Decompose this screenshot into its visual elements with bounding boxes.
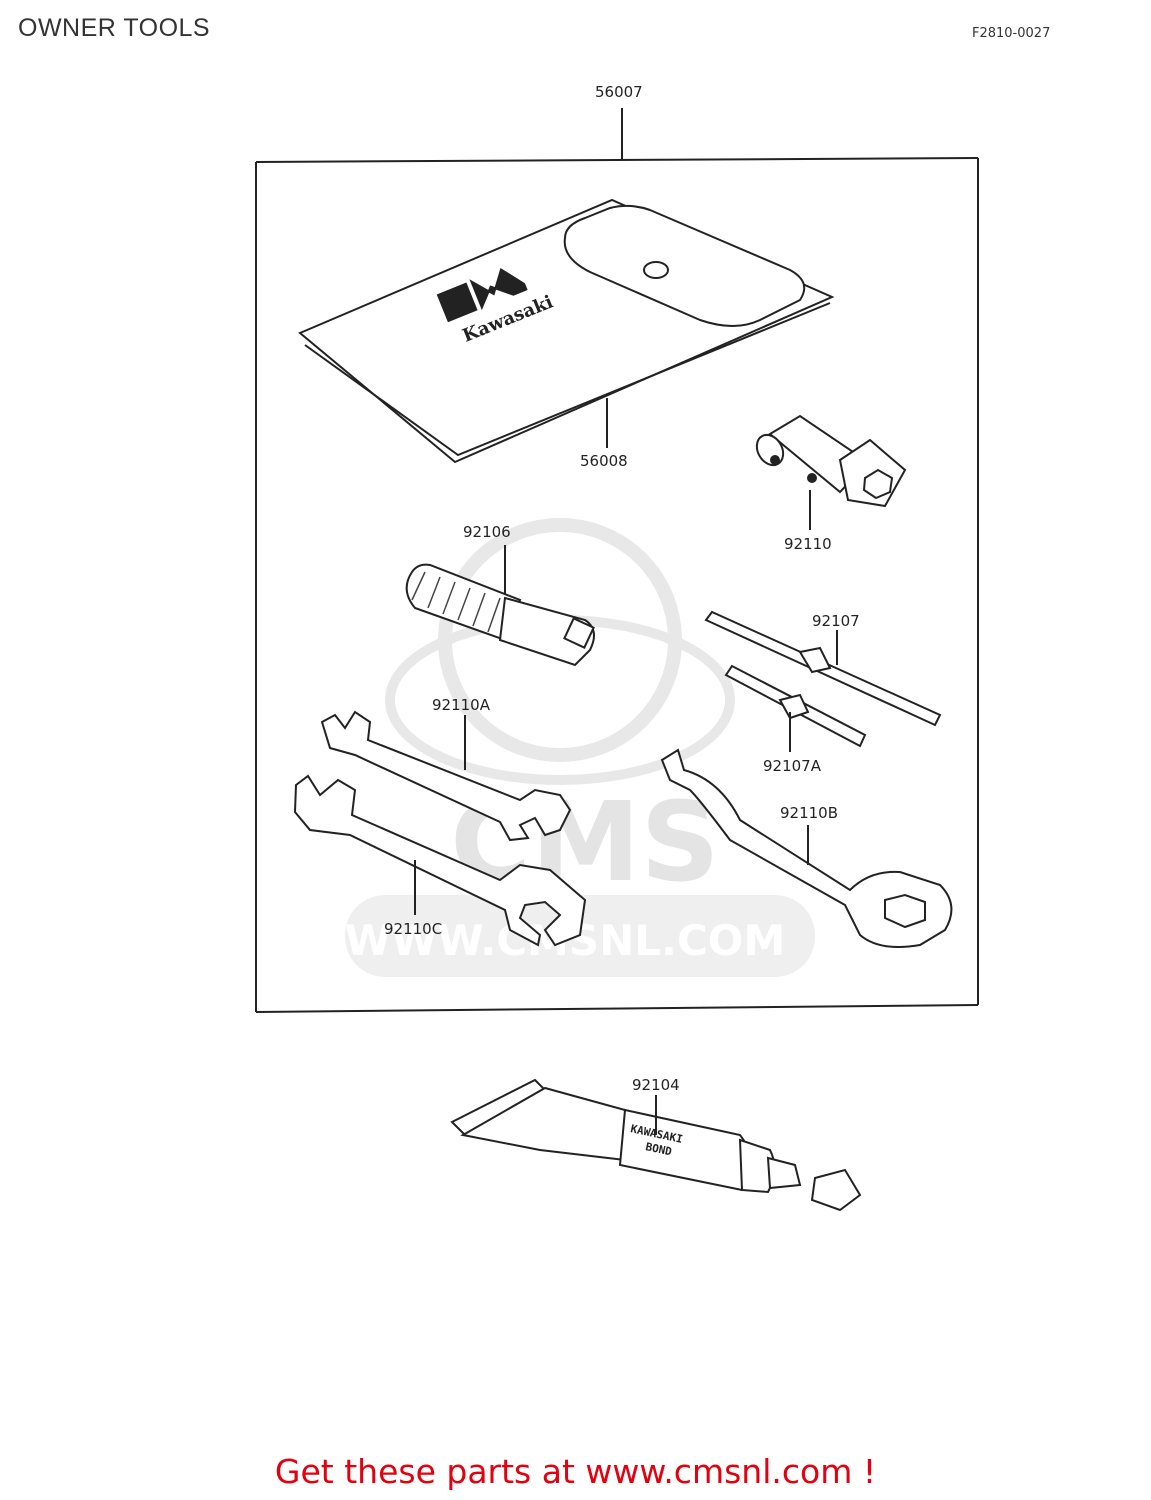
- part-label-92110C: 92110C: [384, 920, 442, 938]
- bond-tube-icon: KAWASAKI BOND: [450, 1078, 862, 1212]
- page-title: OWNER TOOLS: [18, 14, 211, 42]
- parts-diagram: CMS WWW.CMSNL.COM Kawasaki: [255, 83, 979, 1212]
- tool-pouch: Kawasaki: [298, 198, 835, 464]
- tube-label-line2: BOND: [644, 1140, 673, 1158]
- part-label-56007: 56007: [595, 83, 643, 101]
- part-label-92107: 92107: [812, 612, 860, 630]
- wrench-a-icon: [320, 710, 572, 842]
- part-label-92110B: 92110B: [780, 804, 838, 822]
- part-labels: 56007 56008 92110 92106 92107 92107A 921…: [384, 83, 860, 1094]
- part-label-56008: 56008: [580, 452, 628, 470]
- part-label-92106: 92106: [463, 523, 511, 541]
- part-label-92110A: 92110A: [432, 696, 491, 714]
- screwdriver-icon: [704, 610, 942, 727]
- part-label-92107A: 92107A: [763, 757, 822, 775]
- hook-wrench-icon: [660, 748, 953, 948]
- kit-frame: [255, 108, 979, 1013]
- diagram-reference-code: F2810-0027: [972, 26, 1051, 41]
- handle-icon: [405, 545, 595, 667]
- screwdriver-bit-icon: [724, 664, 867, 752]
- part-label-92104: 92104: [632, 1076, 680, 1094]
- wrench-c-icon: [293, 774, 587, 947]
- socket-wrench-icon: [755, 414, 907, 530]
- footer-link[interactable]: Get these parts at www.cmsnl.com !: [274, 1452, 877, 1491]
- part-label-92110: 92110: [784, 535, 832, 553]
